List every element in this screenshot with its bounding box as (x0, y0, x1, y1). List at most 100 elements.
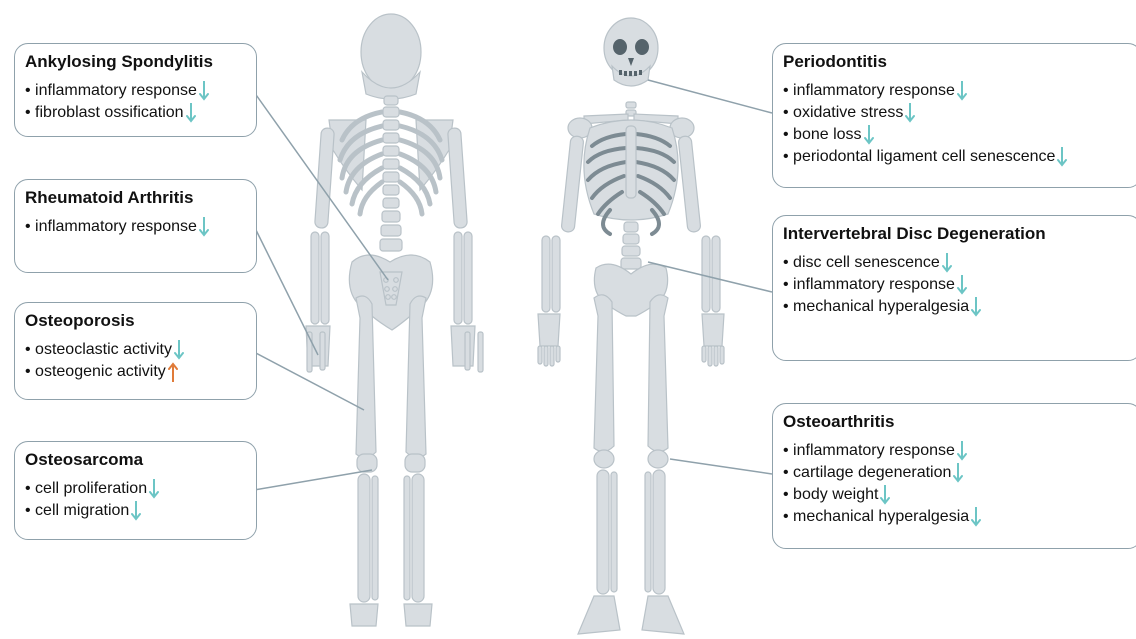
effect-label: periodontal ligament cell senescence (793, 148, 1055, 165)
effect-item: • inflammatory response (783, 80, 1131, 102)
effect-item: • cartilage degeneration (783, 462, 1131, 484)
effect-item: • fibroblast ossification (25, 102, 246, 124)
arrow-down-icon (1057, 146, 1067, 168)
arrow-down-icon (971, 506, 981, 528)
effect-label: osteoclastic activity (35, 341, 172, 358)
skeleton-front-view (538, 18, 724, 634)
effect-label: cell migration (35, 502, 129, 519)
bullet: • (783, 508, 793, 525)
arrow-down-icon (864, 124, 874, 146)
card-title: Periodontitis (783, 52, 1131, 72)
left-patella (594, 450, 614, 468)
leader-ra (254, 226, 318, 355)
eye-socket-left (613, 39, 627, 55)
effect-item: • disc cell senescence (783, 252, 1131, 274)
bullet: • (783, 486, 793, 503)
arrow-down-icon (199, 80, 209, 102)
effect-label: inflammatory response (35, 218, 197, 235)
leader-os (254, 470, 372, 490)
effect-item: • body weight (783, 484, 1131, 506)
effect-label: disc cell senescence (793, 254, 940, 271)
effect-item: • inflammatory response (783, 274, 1131, 296)
effect-label: bone loss (793, 126, 862, 143)
card-title: Osteosarcoma (25, 450, 246, 470)
effect-item: • oxidative stress (783, 102, 1131, 124)
effect-list: • osteoclastic activity• osteogenic acti… (25, 339, 246, 383)
effect-list: • inflammatory response• oxidative stres… (783, 80, 1131, 168)
arrow-down-icon (186, 102, 196, 124)
bullet: • (783, 298, 793, 315)
bullet: • (25, 502, 35, 519)
effect-list: • cell proliferation• cell migration (25, 478, 246, 522)
arrow-down-icon (957, 440, 967, 462)
arrow-down-icon (953, 462, 963, 484)
card-title: Rheumatoid Arthritis (25, 188, 246, 208)
effect-item: • inflammatory response (25, 216, 246, 238)
effect-label: body weight (793, 486, 878, 503)
front-spine (621, 222, 641, 269)
effect-item: • osteogenic activity (25, 361, 246, 383)
effect-item: • osteoclastic activity (25, 339, 246, 361)
back-legs (350, 296, 432, 626)
bullet: • (783, 82, 793, 99)
effect-label: cell proliferation (35, 480, 147, 497)
bullet: • (25, 363, 35, 380)
skeleton-back-view (306, 14, 483, 626)
bullet: • (783, 254, 793, 271)
effect-label: mechanical hyperalgesia (793, 508, 969, 525)
effect-label: cartilage degeneration (793, 464, 951, 481)
bullet: • (25, 218, 35, 235)
effect-item: • periodontal ligament cell senescence (783, 146, 1131, 168)
card-title: Osteoporosis (25, 311, 246, 331)
card-osteosarcoma: Osteosarcoma• cell proliferation• cell m… (14, 441, 257, 540)
effect-item: • mechanical hyperalgesia (783, 506, 1131, 528)
leader-pd (648, 80, 772, 113)
right-patella (648, 450, 668, 468)
effect-item: • inflammatory response (783, 440, 1131, 462)
arrow-down-icon (957, 80, 967, 102)
bullet: • (783, 148, 793, 165)
effect-list: • disc cell senescence• inflammatory res… (783, 252, 1131, 318)
effect-list: • inflammatory response• cartilage degen… (783, 440, 1131, 528)
effect-list: • inflammatory response• fibroblast ossi… (25, 80, 246, 124)
effect-label: mechanical hyperalgesia (793, 298, 969, 315)
arrow-down-icon (174, 339, 184, 361)
back-spine (380, 96, 402, 251)
bullet: • (783, 442, 793, 459)
effect-label: osteogenic activity (35, 363, 166, 380)
effect-list: • inflammatory response (25, 216, 246, 238)
arrow-down-icon (971, 296, 981, 318)
leader-oa (670, 459, 772, 474)
arrow-down-icon (199, 216, 209, 238)
card-title: Intervertebral Disc Degeneration (783, 224, 1131, 244)
eye-socket-right (635, 39, 649, 55)
card-intervertebral-disc-degeneration: Intervertebral Disc Degeneration • disc c… (772, 215, 1136, 361)
bullet: • (25, 480, 35, 497)
card-osteoarthritis: Osteoarthritis• inflammatory response• c… (772, 403, 1136, 549)
bullet: • (783, 126, 793, 143)
effect-item: • mechanical hyperalgesia (783, 296, 1131, 318)
effect-label: fibroblast ossification (35, 104, 184, 121)
bullet: • (783, 276, 793, 293)
effect-item: • cell proliferation (25, 478, 246, 500)
card-title: Osteoarthritis (783, 412, 1131, 432)
effect-item: • inflammatory response (25, 80, 246, 102)
effect-label: inflammatory response (35, 82, 197, 99)
bullet: • (25, 82, 35, 99)
card-osteoporosis: Osteoporosis• osteoclastic activity• ost… (14, 302, 257, 400)
card-ankylosing-spondylitis: Ankylosing Spondylitis• inflammatory res… (14, 43, 257, 137)
card-rheumatoid-arthritis: Rheumatoid Arthritis • inflammatory respo… (14, 179, 257, 273)
arrow-down-icon (880, 484, 890, 506)
bullet: • (25, 341, 35, 358)
effect-label: inflammatory response (793, 442, 955, 459)
arrow-down-icon (131, 500, 141, 522)
effect-item: • cell migration (25, 500, 246, 522)
bullet: • (25, 104, 35, 121)
card-periodontitis: Periodontitis • inflammatory response• ox… (772, 43, 1136, 188)
skull-back (361, 14, 421, 90)
arrow-down-icon (905, 102, 915, 124)
front-legs (578, 295, 684, 634)
arrow-up-icon (168, 361, 178, 383)
arrow-down-icon (149, 478, 159, 500)
